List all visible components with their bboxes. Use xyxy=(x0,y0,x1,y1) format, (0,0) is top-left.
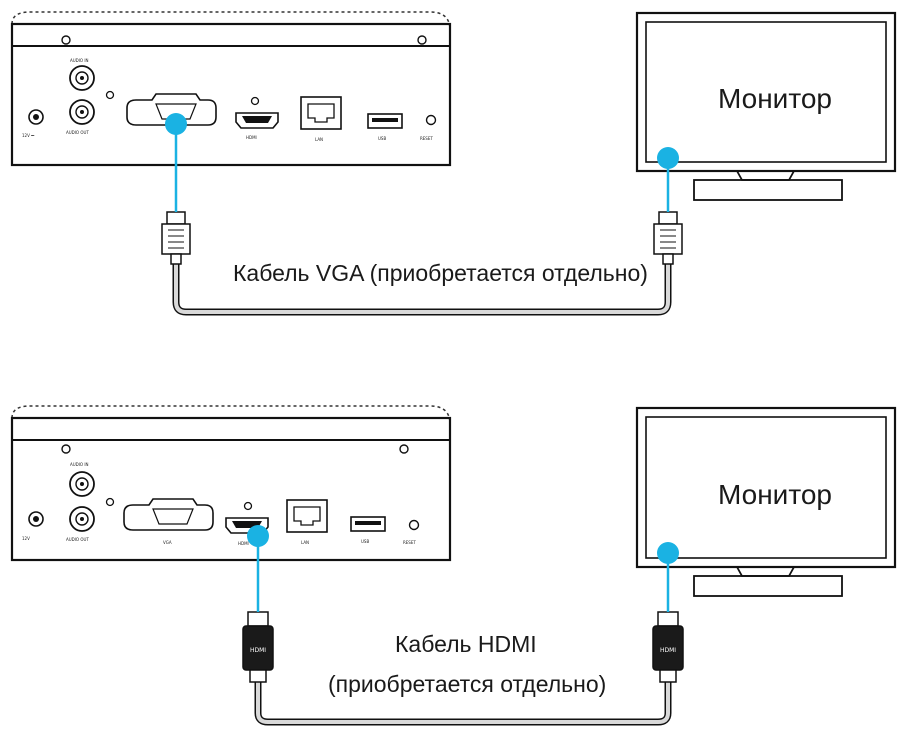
power-label: 12V ⎓ xyxy=(22,133,35,138)
monitor-top: Монитор xyxy=(635,11,897,201)
monitor-label: Монитор xyxy=(718,479,832,510)
vga-cable: Кабель VGA (приобретается отдельно) xyxy=(161,113,683,316)
hdmi-label: HDMI xyxy=(246,135,257,140)
connection-dot-monitor xyxy=(657,147,679,169)
usb-port: USB xyxy=(350,516,386,544)
vga-cable-label: Кабель VGA (приобретается отдельно) xyxy=(233,260,648,286)
audio-out-label: AUDIO OUT xyxy=(66,130,89,135)
lan-label: LAN xyxy=(315,137,323,142)
vga-plug-left xyxy=(161,211,191,265)
vga-plug-right xyxy=(653,211,683,265)
lan-port: LAN xyxy=(286,499,328,545)
reset-button: RESET xyxy=(403,519,420,545)
vga-diagram: 12V ⎓ AUDIO IN AUDIO OUT xyxy=(10,11,897,316)
reset-button: RESET xyxy=(420,114,437,141)
screw-icon xyxy=(243,501,253,511)
hdmi-port: HDMI xyxy=(235,112,279,140)
hdmi-plug-right: HDMI xyxy=(652,611,684,683)
monitor-bottom: Монитор xyxy=(635,406,897,597)
connection-dot-device xyxy=(247,525,269,547)
hdmi-diagram: 12V AUDIO IN AUDIO OUT VGA xyxy=(10,405,897,726)
vga-port xyxy=(126,93,217,126)
power-port: 12V xyxy=(22,511,44,541)
recorder-device-top: 12V ⎓ AUDIO IN AUDIO OUT xyxy=(10,11,452,167)
screw-icon xyxy=(105,90,115,100)
audio-in-label: AUDIO IN xyxy=(70,462,89,467)
hdmi-cable-label-line2: (приобретается отдельно) xyxy=(328,671,606,697)
screw-icon xyxy=(61,444,71,454)
hdmi-cable: HDMI HDMI Кабель HDMI (приобретается отд… xyxy=(242,525,684,726)
vga-port: VGA xyxy=(123,498,214,545)
reset-label: RESET xyxy=(403,540,416,545)
screw-icon xyxy=(399,444,409,454)
connection-dot-device xyxy=(165,113,187,135)
screw-icon xyxy=(417,35,427,45)
lan-port: LAN xyxy=(300,96,342,142)
reset-label: RESET xyxy=(420,136,433,141)
hdmi-plug-text: HDMI xyxy=(660,647,676,654)
monitor-label: Монитор xyxy=(718,83,832,114)
audio-in-port: AUDIO IN xyxy=(69,462,95,497)
hdmi-plug-text: HDMI xyxy=(250,647,266,654)
screw-icon xyxy=(61,35,71,45)
power-port: 12V ⎓ xyxy=(22,109,44,138)
usb-label: USB xyxy=(378,136,386,141)
audio-out-port: AUDIO OUT xyxy=(66,99,95,135)
vga-label: VGA xyxy=(163,540,172,545)
screw-icon xyxy=(250,96,260,106)
power-label: 12V xyxy=(22,536,30,541)
hdmi-cable-label-line1: Кабель HDMI xyxy=(395,631,537,657)
hdmi-plug-left: HDMI xyxy=(242,611,274,683)
hdmi-label: HDMI xyxy=(238,541,249,546)
lan-label: LAN xyxy=(301,540,309,545)
audio-in-label: AUDIO IN xyxy=(70,58,89,63)
usb-port: USB xyxy=(367,113,403,141)
audio-in-port: AUDIO IN xyxy=(69,58,95,91)
usb-label: USB xyxy=(361,539,369,544)
audio-out-port: AUDIO OUT xyxy=(66,506,95,542)
recorder-device-bottom: 12V AUDIO IN AUDIO OUT VGA xyxy=(10,405,452,562)
screw-icon xyxy=(105,497,115,507)
connection-dot-monitor xyxy=(657,542,679,564)
audio-out-label: AUDIO OUT xyxy=(66,537,89,542)
